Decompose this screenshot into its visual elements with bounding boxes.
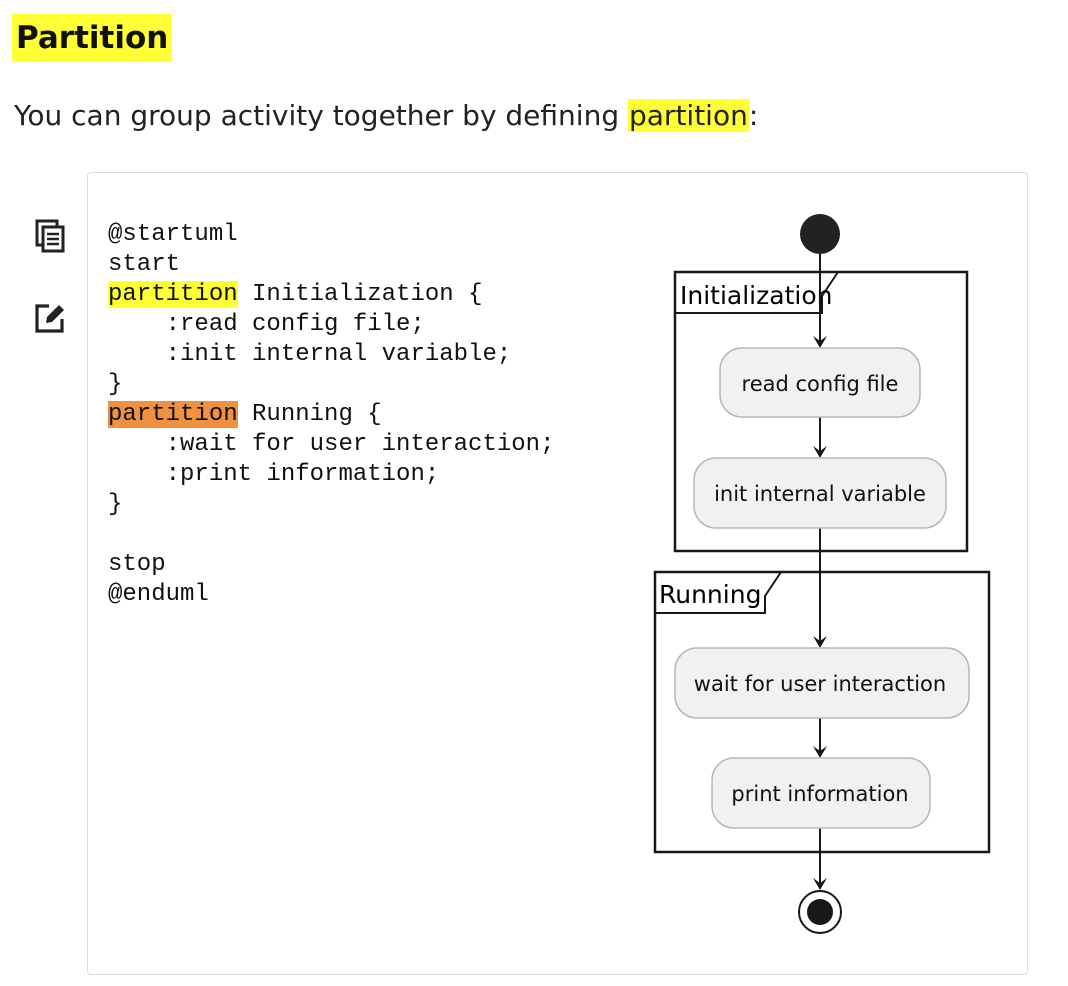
code-keyword-partition: partition: [108, 281, 238, 308]
code-line: Running {: [237, 401, 382, 428]
code-line: Initialization {: [237, 281, 483, 308]
activity-diagram: Initialization Running read config file …: [653, 214, 991, 934]
activity-label: init internal variable: [714, 482, 926, 506]
activity-label: wait for user interaction: [694, 672, 946, 696]
section-title: Partition: [12, 14, 173, 62]
copy-icon: [35, 219, 65, 253]
activity-node: init internal variable: [693, 457, 947, 529]
code-line: :read config file;: [108, 311, 425, 338]
code-line: :print information;: [108, 461, 440, 488]
intro-keyword: partition: [628, 99, 749, 132]
code-line: }: [108, 371, 123, 398]
activity-label: print information: [731, 782, 908, 806]
edit-button[interactable]: [32, 300, 68, 336]
stop-node: [798, 890, 842, 934]
start-node: [800, 214, 840, 254]
partition-running: Running: [653, 570, 991, 854]
intro-text-end: :: [748, 99, 759, 132]
activity-node: read config file: [719, 347, 921, 418]
code-line: @startuml: [108, 221, 238, 248]
edit-icon: [35, 304, 64, 333]
example-card: [87, 172, 1028, 975]
code-block: @startuml start partition Initialization…: [108, 220, 554, 610]
code-line: @enduml: [108, 581, 209, 608]
code-line: :init internal variable;: [108, 341, 512, 368]
code-line: start: [108, 251, 181, 278]
activity-label: read config file: [742, 372, 899, 396]
copy-button[interactable]: [32, 218, 68, 254]
code-line: }: [108, 491, 123, 518]
intro-text-start: You can group activity together by defin…: [14, 99, 628, 132]
partition-label: Initialization: [680, 281, 832, 310]
activity-node: print information: [711, 757, 931, 829]
intro-text: You can group activity together by defin…: [14, 96, 758, 136]
code-line: stop: [108, 551, 166, 578]
activity-node: wait for user interaction: [674, 647, 970, 719]
code-keyword-partition: partition: [108, 401, 238, 428]
partition-label: Running: [659, 580, 761, 609]
code-line: :wait for user interaction;: [108, 431, 555, 458]
